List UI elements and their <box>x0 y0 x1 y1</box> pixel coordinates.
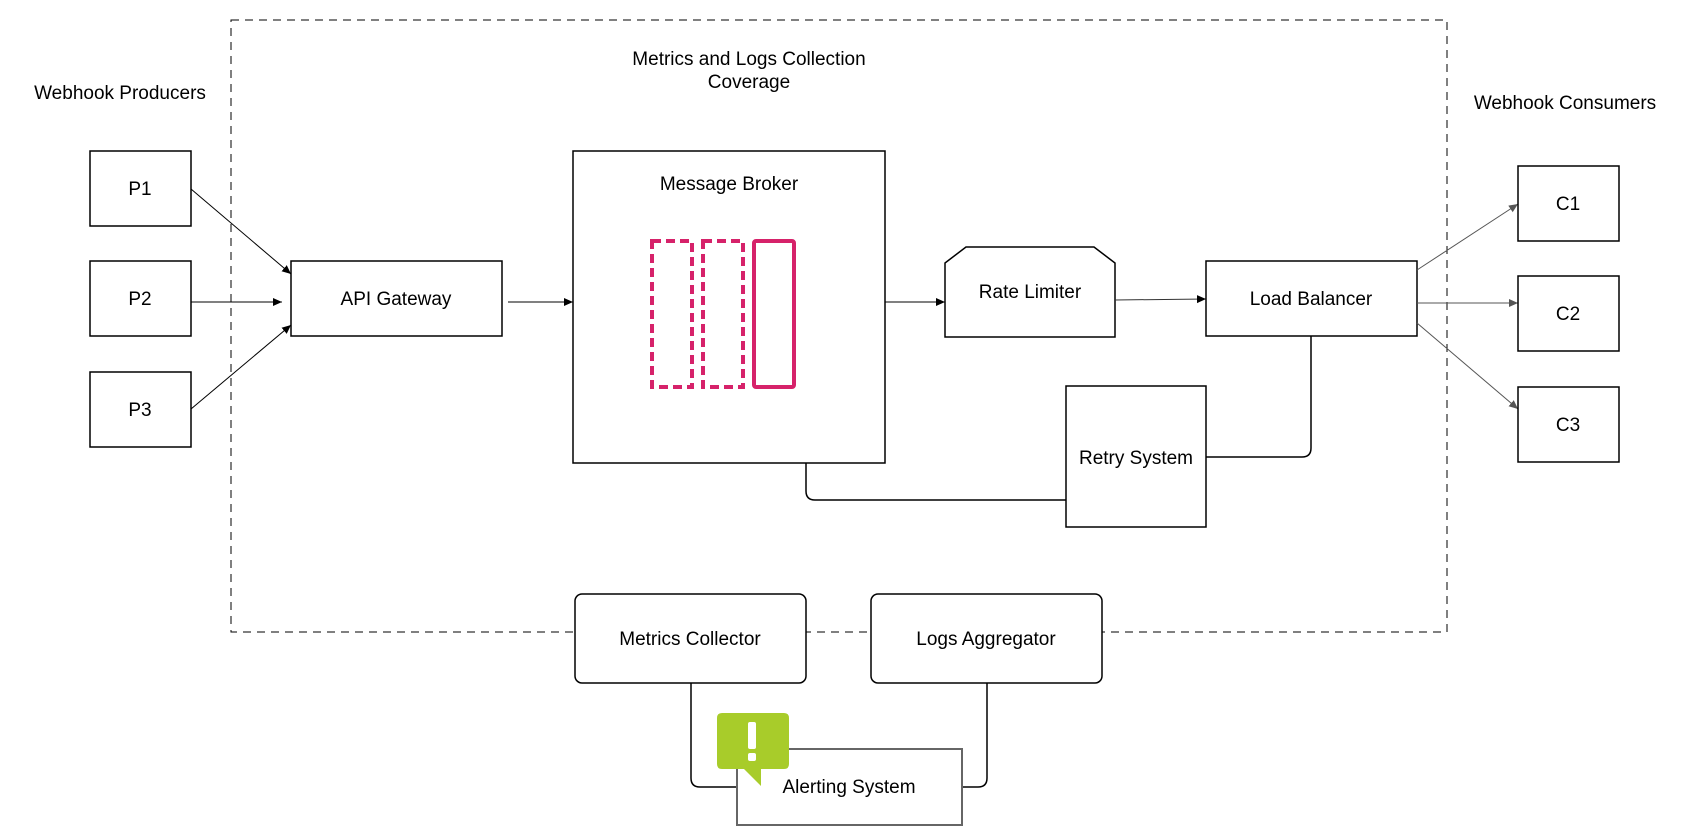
producers-title: Webhook Producers <box>34 83 206 104</box>
consumer-c1[interactable]: C1 <box>1517 165 1620 242</box>
load-balancer-node[interactable]: Load Balancer <box>1205 260 1418 337</box>
message-queue-icon <box>650 239 796 389</box>
arrow-p1-to-gateway <box>190 188 292 275</box>
arrow-p3-to-gateway <box>190 324 292 410</box>
retry-system-node[interactable]: Retry System <box>1065 385 1207 528</box>
producer-p1[interactable]: P1 <box>89 150 192 227</box>
producer-p2[interactable]: P2 <box>89 260 192 337</box>
logs-aggregator-label: Logs Aggregator <box>916 629 1056 650</box>
connector-retry-to-broker <box>805 463 1066 501</box>
rate-limiter-label: Rate Limiter <box>979 282 1082 303</box>
message-broker-node[interactable]: Message Broker <box>572 150 886 464</box>
consumer-c3[interactable]: C3 <box>1517 386 1620 463</box>
api-gateway-label: API Gateway <box>341 289 452 310</box>
consumer-c2[interactable]: C2 <box>1517 275 1620 352</box>
producer-label: P2 <box>128 289 151 310</box>
coverage-title-line2: Coverage <box>708 72 790 93</box>
load-balancer-label: Load Balancer <box>1250 289 1373 310</box>
metrics-collector-label: Metrics Collector <box>619 629 761 650</box>
alerting-system-label: Alerting System <box>782 777 915 798</box>
arrow-load-balancer-to-c1 <box>1416 203 1519 271</box>
connector-load-balancer-to-retry <box>1206 336 1312 458</box>
consumer-label: C2 <box>1556 304 1580 325</box>
producer-label: P1 <box>128 179 151 200</box>
exclamation-speech-bubble-icon <box>717 713 789 786</box>
arrow-load-balancer-to-c3 <box>1416 322 1519 410</box>
rate-limiter-node[interactable]: Rate Limiter <box>944 246 1116 338</box>
producer-p3[interactable]: P3 <box>89 371 192 448</box>
logs-aggregator-node[interactable]: Logs Aggregator <box>870 593 1103 684</box>
retry-system-label: Retry System <box>1079 448 1193 469</box>
consumer-label: C3 <box>1556 415 1580 436</box>
consumer-label: C1 <box>1556 194 1580 215</box>
coverage-title-line1: Metrics and Logs Collection <box>632 49 865 70</box>
api-gateway-node[interactable]: API Gateway <box>290 260 503 337</box>
arrow-rate-limiter-to-load-balancer <box>1114 295 1207 304</box>
metrics-collector-node[interactable]: Metrics Collector <box>574 593 807 684</box>
connector-logs-to-alerting <box>962 683 988 788</box>
message-broker-label: Message Broker <box>660 174 799 195</box>
coverage-boundary <box>230 19 1448 633</box>
producer-label: P3 <box>128 400 151 421</box>
consumers-title: Webhook Consumers <box>1474 93 1656 114</box>
connector-metrics-to-alerting <box>690 683 737 788</box>
